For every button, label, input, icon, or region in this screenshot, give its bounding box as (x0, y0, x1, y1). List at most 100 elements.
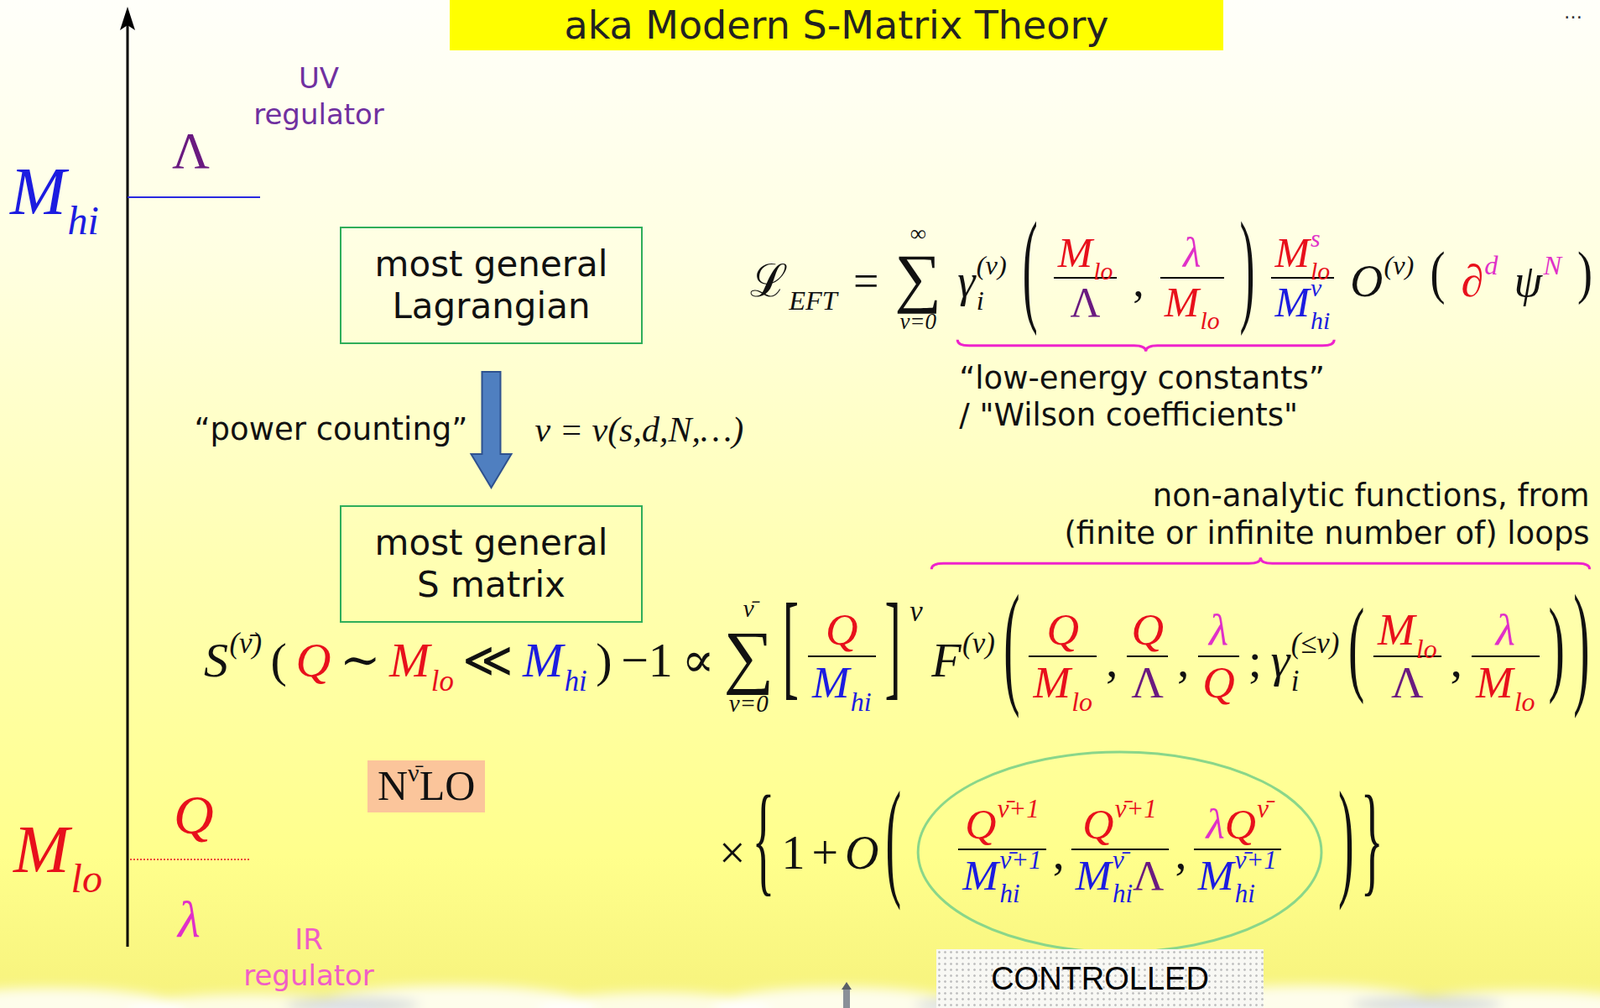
math-symbol: F (931, 632, 961, 688)
math-symbol: γ (957, 255, 975, 307)
math-symbol: ; (1248, 633, 1262, 688)
scale-note: UV regulator (243, 60, 395, 132)
scripts: lo (1093, 245, 1113, 272)
math-symbol: (ν̄) (229, 629, 262, 659)
fraction: MloΛ (1373, 604, 1442, 709)
scripts: (ν) (1383, 273, 1414, 301)
math-symbol: , (1132, 256, 1145, 307)
scripted-symbol: Qν̄ (1224, 799, 1269, 848)
formula: Mhi (10, 149, 100, 224)
status-box: CONTROLLED (936, 948, 1264, 1008)
math-symbol: ∞ (910, 222, 927, 245)
formula: Q (173, 780, 214, 842)
scripts: hi (67, 180, 100, 221)
fraction: QΛ (1126, 604, 1168, 709)
math-symbol: M (522, 632, 563, 688)
fraction-bar (1198, 655, 1240, 657)
under-brace (957, 339, 1335, 352)
math-symbol: i (976, 286, 985, 314)
formula-note: ν = ν(s,d,N,…) (535, 408, 745, 451)
numerator: Mlo (1053, 229, 1118, 277)
scripted-symbol: Mlo (1032, 656, 1093, 708)
scripted-symbol: Mνhi (1274, 279, 1330, 326)
math-delimiter: { (752, 776, 776, 900)
scripted-symbol: Mhi (522, 633, 588, 688)
math-symbol: hi (1310, 307, 1330, 334)
scripts: lo (71, 838, 103, 879)
scripts: νhi (1310, 295, 1330, 321)
cloud-shadow (285, 996, 420, 1008)
math-symbol: , (1175, 827, 1188, 880)
scripted-symbol: Mlo (1057, 229, 1114, 277)
scripts: (≤ν)i (1291, 652, 1340, 683)
math-symbol: M (13, 812, 70, 886)
scripts: ν̄ (1256, 817, 1269, 844)
math-symbol: lo (71, 858, 103, 899)
node-text: N (377, 761, 408, 809)
fraction: QMhi (807, 604, 876, 709)
math-symbol: Λ (1069, 279, 1100, 326)
fraction: Qν̄+1Mν̄+1hi (958, 798, 1046, 900)
math-symbol: ν̄ (743, 596, 755, 621)
math-symbol: = (853, 256, 879, 307)
math-symbol: Λ (1391, 656, 1424, 708)
denominator: Mν̄+1hi (958, 849, 1046, 900)
math-symbol: ν (1310, 275, 1322, 301)
denominator: Λ (1053, 278, 1118, 327)
math-symbol: 1 (781, 827, 805, 880)
denominator: Mlo (1028, 656, 1097, 709)
denominator: Mν̄hiΛ (1071, 849, 1169, 900)
scripted-symbol: F(ν) (931, 633, 995, 688)
math-symbol: , (1177, 633, 1190, 688)
denominator: Mν̄+1hi (1193, 849, 1282, 900)
numerator: Qν̄+1 (958, 798, 1046, 849)
math-delimiter: [ (782, 587, 799, 704)
scripted-symbol: ∂d (1460, 256, 1498, 307)
summation: ν̄∑ν=0 (723, 596, 774, 716)
math-symbol: λ (1206, 799, 1225, 848)
scripted-symbol: Mlo (1164, 279, 1220, 326)
math-symbol: Q (1224, 799, 1257, 848)
formula: ×{1+O(Qν̄+1Mν̄+1hi,Qν̄+1Mν̄hiΛ,λQν̄Mν̄+1… (719, 798, 1384, 900)
math-symbol: ν=0 (899, 310, 937, 334)
math-symbol: d (1484, 251, 1498, 279)
fraction-bar (1471, 655, 1540, 657)
math-symbol: ℒ (750, 255, 788, 307)
fraction-bar (1028, 655, 1097, 657)
order-badge: Nν̄LO (367, 760, 485, 813)
scripts: (ν)i (976, 273, 1007, 301)
math-symbol: i (1291, 667, 1300, 697)
scripts: (ν) (962, 652, 996, 683)
fraction: λQ (1198, 604, 1240, 709)
math-symbol: M (1377, 604, 1415, 655)
math-symbol: Λ (171, 121, 210, 179)
scripts: EFT (788, 273, 838, 301)
math-symbol: ν=0 (729, 691, 769, 716)
slide-title: aka Modern S-Matrix Theory (449, 0, 1224, 51)
axis-arrowhead (119, 6, 136, 31)
scripts: ν̄hi (1112, 868, 1133, 895)
math-symbol: , (1052, 827, 1065, 880)
math-symbol: M (10, 154, 67, 229)
high-scale-line (127, 196, 261, 199)
math-symbol: lo (431, 667, 454, 697)
formula: λ (177, 885, 201, 944)
math-symbol: M (1475, 656, 1513, 708)
math-symbol: hi (1112, 880, 1133, 907)
formula: ℒEFT=∞∑ν=0γ(ν)i(MloΛ,λMlo)MsloMνhiO(ν)(∂… (750, 222, 1593, 334)
brace-note: “low-energy constants” / "Wilson coeffic… (958, 359, 1335, 435)
scripts: d (1484, 273, 1498, 301)
ellipsis-mark: … (1563, 1, 1583, 23)
scripts: slo (1310, 245, 1330, 272)
math-symbol: M (962, 850, 999, 899)
math-symbol: N (1542, 251, 1562, 279)
fraction-bar (1126, 655, 1168, 657)
math-delimiter: ( (1003, 575, 1020, 712)
math-symbol: lo (1514, 687, 1536, 715)
process-box: most general Lagrangian (339, 226, 643, 344)
error-ellipse (917, 751, 1322, 952)
fraction: Qν̄+1Mν̄hiΛ (1071, 798, 1169, 900)
process-box: most general S matrix (339, 505, 643, 623)
math-symbol: γ (1270, 632, 1290, 688)
